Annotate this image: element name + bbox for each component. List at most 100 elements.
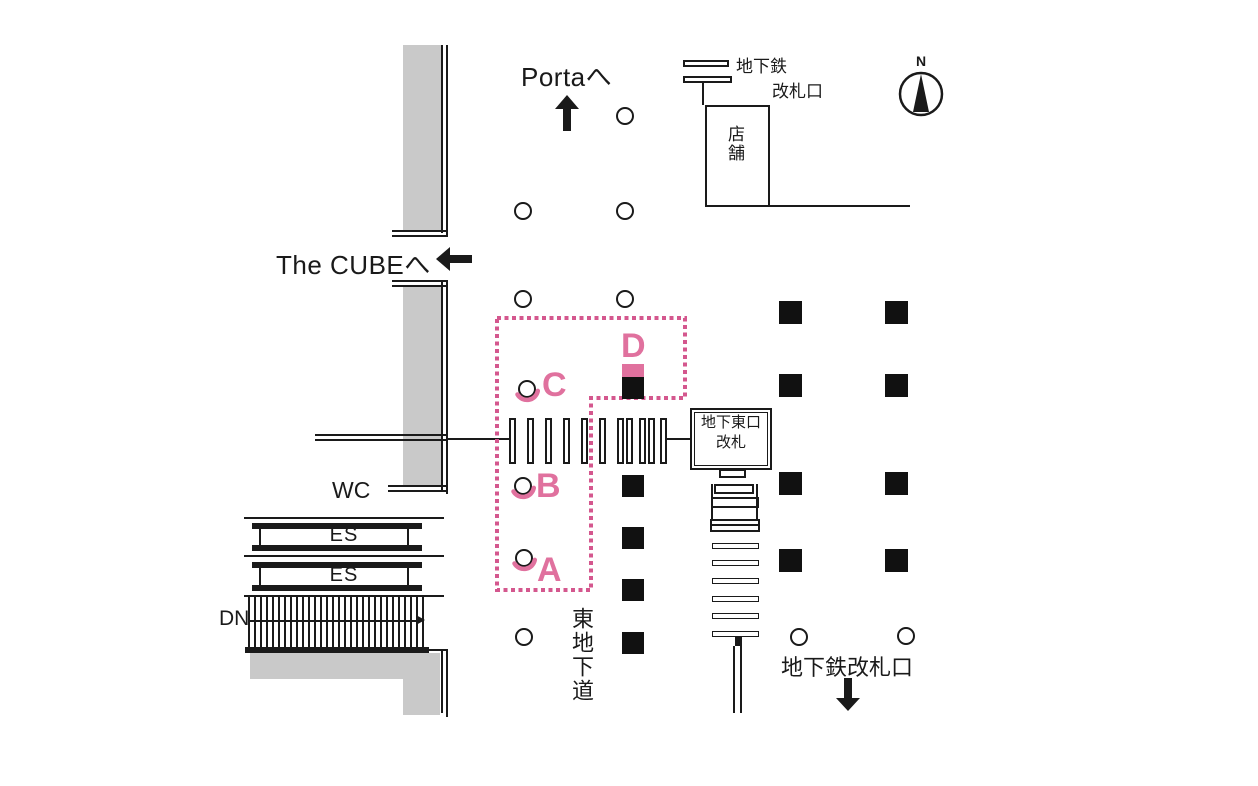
- ad-position-label-d: D: [621, 327, 646, 365]
- wall-top: [403, 45, 442, 231]
- ad-face-marker-a: [512, 557, 538, 572]
- wall-edge: [446, 45, 448, 237]
- wall-cap: [388, 485, 448, 487]
- column-square-position-d: [622, 377, 644, 399]
- escalator-band: [252, 585, 422, 591]
- wc-label: WC: [332, 477, 371, 503]
- wall-edge: [446, 280, 448, 494]
- ad-position-label-a: A: [537, 551, 562, 589]
- east-gate-label-line1: 地下東口: [700, 414, 761, 431]
- column-square: [885, 549, 908, 572]
- column-square: [885, 472, 908, 495]
- ad-position-label-b: B: [536, 467, 561, 505]
- pillar-circle: [616, 107, 634, 125]
- escalator-label: ES: [329, 564, 359, 586]
- subway-gate-bar: [683, 76, 732, 83]
- pillar-circle-position-c: [518, 380, 536, 398]
- escalator-tick: [407, 562, 409, 591]
- column-square: [622, 527, 644, 549]
- stair-step: [712, 613, 759, 619]
- pillar-circle: [515, 628, 533, 646]
- staircase-arrow: [416, 615, 425, 625]
- east-gate-label: 地下東口 改札: [690, 413, 772, 454]
- pillar-circle-position-a: [515, 549, 533, 567]
- stair-wall-line: [740, 646, 742, 713]
- dn-label: DN: [219, 607, 250, 630]
- boundary-line: [705, 205, 910, 207]
- subway-gate-bottom-label: 地下鉄改札口: [781, 655, 914, 680]
- escalator-rail: [244, 595, 444, 597]
- column-square: [885, 301, 908, 324]
- wall-cap: [392, 235, 448, 237]
- compass-north-label: N: [916, 53, 926, 69]
- ad-position-label-c: C: [542, 366, 567, 404]
- arrow-up-icon: [555, 95, 579, 131]
- stair-step: [712, 543, 759, 549]
- ticket-gate-bar: [545, 418, 552, 464]
- escalator-tick: [259, 523, 261, 551]
- the-cube-label: The CUBEへ: [276, 250, 431, 280]
- ticket-gate-bar: [648, 418, 655, 464]
- escalator-label: ES: [329, 524, 359, 546]
- wall-edge: [441, 649, 443, 713]
- stair-step: [712, 631, 759, 637]
- column-square: [779, 472, 802, 495]
- column-square: [779, 374, 802, 397]
- subway-gate-stem: [702, 83, 704, 105]
- subway-gate-top-label-line1: 地下鉄: [736, 57, 787, 76]
- column-square: [622, 475, 644, 497]
- arrow-down-icon: [836, 678, 860, 711]
- ad-face-marker-c: [515, 388, 541, 403]
- column-square: [885, 374, 908, 397]
- wall-cap: [392, 285, 448, 287]
- wall-cap: [392, 230, 448, 232]
- porta-label: Portaへ: [521, 62, 613, 92]
- east-gate-box-inner: [694, 412, 768, 466]
- pillar-circle: [616, 290, 634, 308]
- escalator-tick: [259, 562, 261, 591]
- wall-edge: [441, 45, 443, 233]
- stair-post: [735, 637, 742, 646]
- east-gate-label-line2: 改札: [715, 434, 746, 452]
- wall-bottom: [403, 653, 440, 715]
- column-square: [622, 632, 644, 654]
- stair-landing-line: [710, 524, 760, 526]
- corridor-line: [315, 439, 448, 441]
- column-square: [779, 549, 802, 572]
- pillar-circle: [616, 202, 634, 220]
- escalator-band: [252, 523, 422, 529]
- wall-mid: [403, 287, 442, 485]
- pillar-circle-position-b: [514, 477, 532, 495]
- ticket-gate-bar: [626, 418, 633, 464]
- ticket-gate-bar: [599, 418, 606, 464]
- pillar-circle: [514, 290, 532, 308]
- ticket-gate-bar: [639, 418, 646, 464]
- stair-step: [712, 578, 759, 584]
- column-square: [622, 579, 644, 601]
- escalator-rail: [244, 517, 444, 519]
- staircase-base: [245, 647, 429, 653]
- wall-cap: [388, 490, 448, 492]
- gate-line-left: [448, 438, 509, 440]
- ticket-gate-bar: [509, 418, 516, 464]
- north-compass-icon: N: [898, 53, 944, 117]
- ad-panel-position-d: [622, 364, 644, 377]
- ticket-gate-bar: [660, 418, 667, 464]
- escalator-band: [252, 545, 422, 551]
- pillar-circle: [897, 627, 915, 645]
- stair-rail: [756, 484, 758, 531]
- shop-label: 店舗: [725, 125, 744, 163]
- subway-gate-bar: [683, 60, 729, 67]
- ticket-gate-bar: [527, 418, 534, 464]
- ticket-gate-bar: [563, 418, 570, 464]
- stair-step: [712, 560, 759, 566]
- escalator-band: [252, 562, 422, 568]
- subway-gate-top-label-line2: 改札口: [772, 82, 823, 101]
- staircase-down: [248, 597, 428, 647]
- stair-rail: [711, 484, 713, 531]
- column-square: [779, 301, 802, 324]
- pillar-circle: [790, 628, 808, 646]
- arrow-left-icon: [436, 247, 472, 271]
- corridor-line: [315, 434, 448, 436]
